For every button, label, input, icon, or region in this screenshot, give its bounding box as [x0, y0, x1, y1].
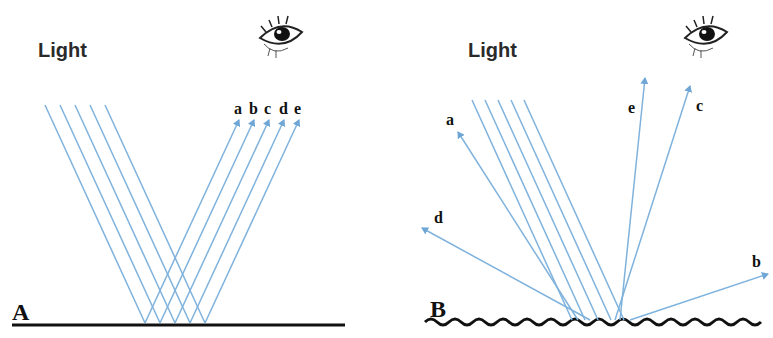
reflected-rays [145, 120, 299, 323]
light-label: Light [38, 40, 87, 60]
eye-icon [685, 16, 727, 58]
smooth-surface [12, 324, 345, 327]
ray-letter: c [696, 98, 703, 114]
ray-letter: d [434, 210, 443, 226]
ray-letter: b [752, 254, 761, 270]
ray-letter: a [234, 101, 242, 117]
scattered-rays [422, 78, 768, 320]
rough-surface [425, 319, 761, 325]
ray-letter: b [249, 101, 258, 117]
incident-rays [45, 105, 205, 323]
ray-letter: a [446, 112, 454, 128]
ray-letter: e [628, 100, 635, 116]
eye-icon [260, 16, 302, 58]
ray-letter: c [264, 101, 271, 117]
ray-letter: d [279, 101, 288, 117]
incident-rays [472, 100, 624, 320]
ray-letter: e [294, 101, 301, 117]
panel-letter: B [430, 297, 446, 321]
panel-letter: A [12, 300, 29, 324]
light-label: Light [468, 40, 517, 60]
